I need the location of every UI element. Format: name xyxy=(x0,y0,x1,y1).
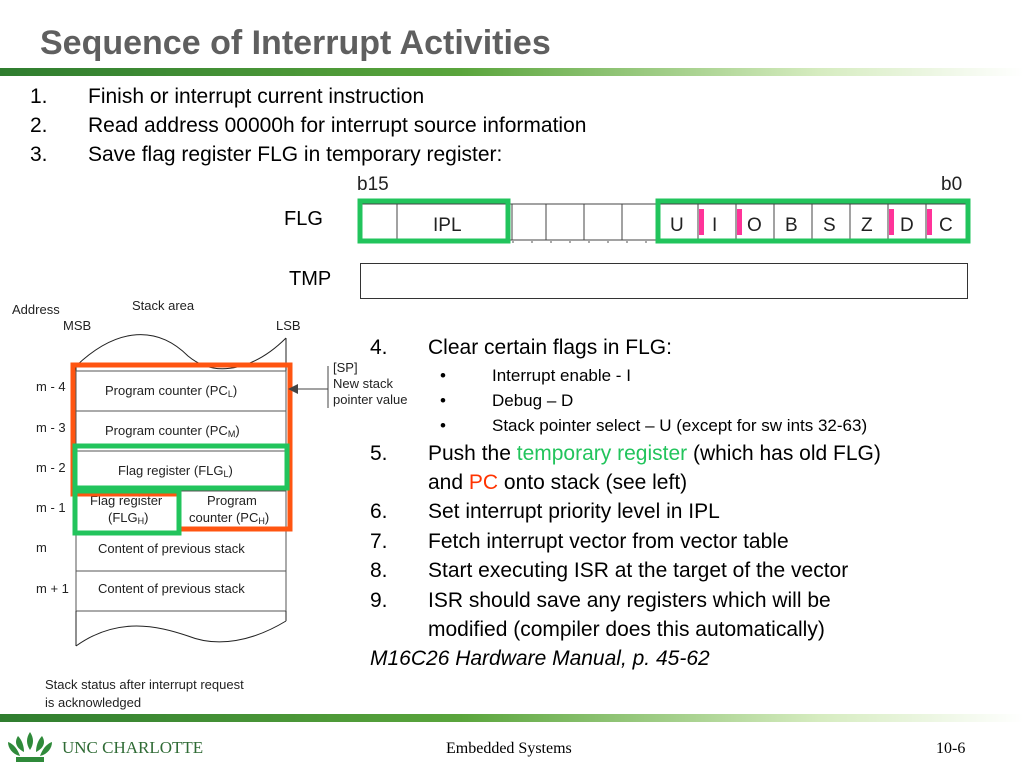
stack-cell-previous-2: Content of previous stack xyxy=(98,581,245,596)
stack-cell-pch-line1: Program xyxy=(207,493,257,508)
flag-bit-b: B xyxy=(785,215,798,236)
step-number: 1. xyxy=(30,85,48,108)
ipl-highlight xyxy=(357,198,511,244)
flag-bit-i: I xyxy=(712,215,717,236)
title-divider-bar xyxy=(0,68,1024,76)
step-1: 1. Finish or interrupt current instructi… xyxy=(30,85,710,111)
unc-charlotte-logo-text: UNC CHARLOTTE xyxy=(62,738,204,757)
stack-diagram: Address Stack area MSB LSB m - 4 m - 3 m… xyxy=(12,298,407,710)
msb-label: MSB xyxy=(63,318,91,333)
step-5: 5. Push the temporary register (which ha… xyxy=(370,442,881,465)
step-text: Read address 00000h for interrupt source… xyxy=(88,114,587,137)
stack-caption-line1: Stack status after interrupt request xyxy=(45,677,244,692)
address-m-1: m - 1 xyxy=(36,500,66,515)
address-m-2: m - 2 xyxy=(36,460,66,475)
sp-label: [SP] xyxy=(333,360,358,375)
step-text: Save flag register FLG in temporary regi… xyxy=(88,143,503,166)
pc-text-highlight: PC xyxy=(468,471,499,494)
flag-bit-z: Z xyxy=(861,215,873,236)
stack-cell-flgh-line1: Flag register xyxy=(90,493,163,508)
step-number: 5. xyxy=(370,442,388,465)
address-m-4: m - 4 xyxy=(36,379,66,394)
stack-cell-flgl: Flag register (FLGL) xyxy=(118,463,233,479)
stack-caption-line2: is acknowledged xyxy=(45,695,141,710)
step-8: 8. Start executing ISR at the target of … xyxy=(370,559,849,582)
step-number: 2. xyxy=(30,114,48,137)
step-9-line2: modified (compiler does this automatical… xyxy=(428,618,825,641)
step-text: Finish or interrupt current instruction xyxy=(88,85,425,108)
step-3: 3. Save flag register FLG in temporary r… xyxy=(30,143,710,169)
stack-area-label: Stack area xyxy=(132,298,195,313)
manual-reference: M16C26 Hardware Manual, p. 45-62 xyxy=(370,647,710,670)
sp-desc-line2: pointer value xyxy=(333,392,407,407)
arrow-left-icon xyxy=(288,384,298,394)
step-number: 3. xyxy=(30,143,48,166)
temporary-register-highlight: temporary register xyxy=(516,442,688,465)
step-9: 9. ISR should save any registers which w… xyxy=(370,589,831,612)
flag-bit-s: S xyxy=(823,215,836,236)
stack-cell-flgh-line2: (FLGH) xyxy=(108,510,148,526)
stack-cell-pcm: Program counter (PCM) xyxy=(105,423,240,439)
bullet-stack-pointer-select: • Stack pointer select – U (except for s… xyxy=(440,416,868,435)
lsb-label: LSB xyxy=(276,318,301,333)
stack-cell-pcl: Program counter (PCL) xyxy=(105,383,237,399)
tmp-label: TMP xyxy=(289,268,332,290)
flags-highlight xyxy=(655,198,971,244)
unc-charlotte-crown-icon xyxy=(8,732,52,762)
step-5-line2: and PC onto stack (see left) xyxy=(428,471,688,494)
address-label: Address xyxy=(12,302,60,317)
footer-page-number: 10-6 xyxy=(936,740,966,757)
bit15-label: b15 xyxy=(357,174,389,195)
ipl-field: IPL xyxy=(433,215,462,236)
bit0-label: b0 xyxy=(941,174,962,195)
flag-bit-u: U xyxy=(670,215,684,236)
flag-bit-d: D xyxy=(900,215,914,236)
flgl-highlight xyxy=(72,443,290,491)
flg-label: FLG xyxy=(284,208,323,230)
footer-course-title: Embedded Systems xyxy=(446,740,572,757)
address-m: m xyxy=(36,540,47,555)
step-4: 4. Clear certain flags in FLG: xyxy=(370,336,1010,362)
address-m-3: m - 3 xyxy=(36,420,66,435)
stack-cell-pch-line2: counter (PCH) xyxy=(189,510,269,526)
step-number: 4. xyxy=(370,336,388,359)
tmp-register-box xyxy=(360,263,968,299)
bullet-interrupt-enable: • Interrupt enable - I xyxy=(440,366,631,385)
footer-divider-bar xyxy=(0,714,1024,722)
flag-bit-c: C xyxy=(939,215,953,236)
sp-desc-line1: New stack xyxy=(333,376,393,391)
step-7: 7. Fetch interrupt vector from vector ta… xyxy=(370,530,789,553)
step-2: 2. Read address 00000h for interrupt sou… xyxy=(30,114,710,140)
bullet-debug: • Debug – D xyxy=(440,391,574,410)
step-text: Clear certain flags in FLG: xyxy=(428,336,672,359)
address-m+1: m + 1 xyxy=(36,581,69,596)
stack-cell-previous-1: Content of previous stack xyxy=(98,541,245,556)
flag-bit-o: O xyxy=(747,215,762,236)
slide-title: Sequence of Interrupt Activities xyxy=(40,24,551,62)
flg-register-diagram: b15 b0 IPL U I O B S Z D C xyxy=(357,174,971,244)
step-6: 6. Set interrupt priority level in IPL xyxy=(370,500,720,523)
flgh-highlight xyxy=(72,488,182,536)
